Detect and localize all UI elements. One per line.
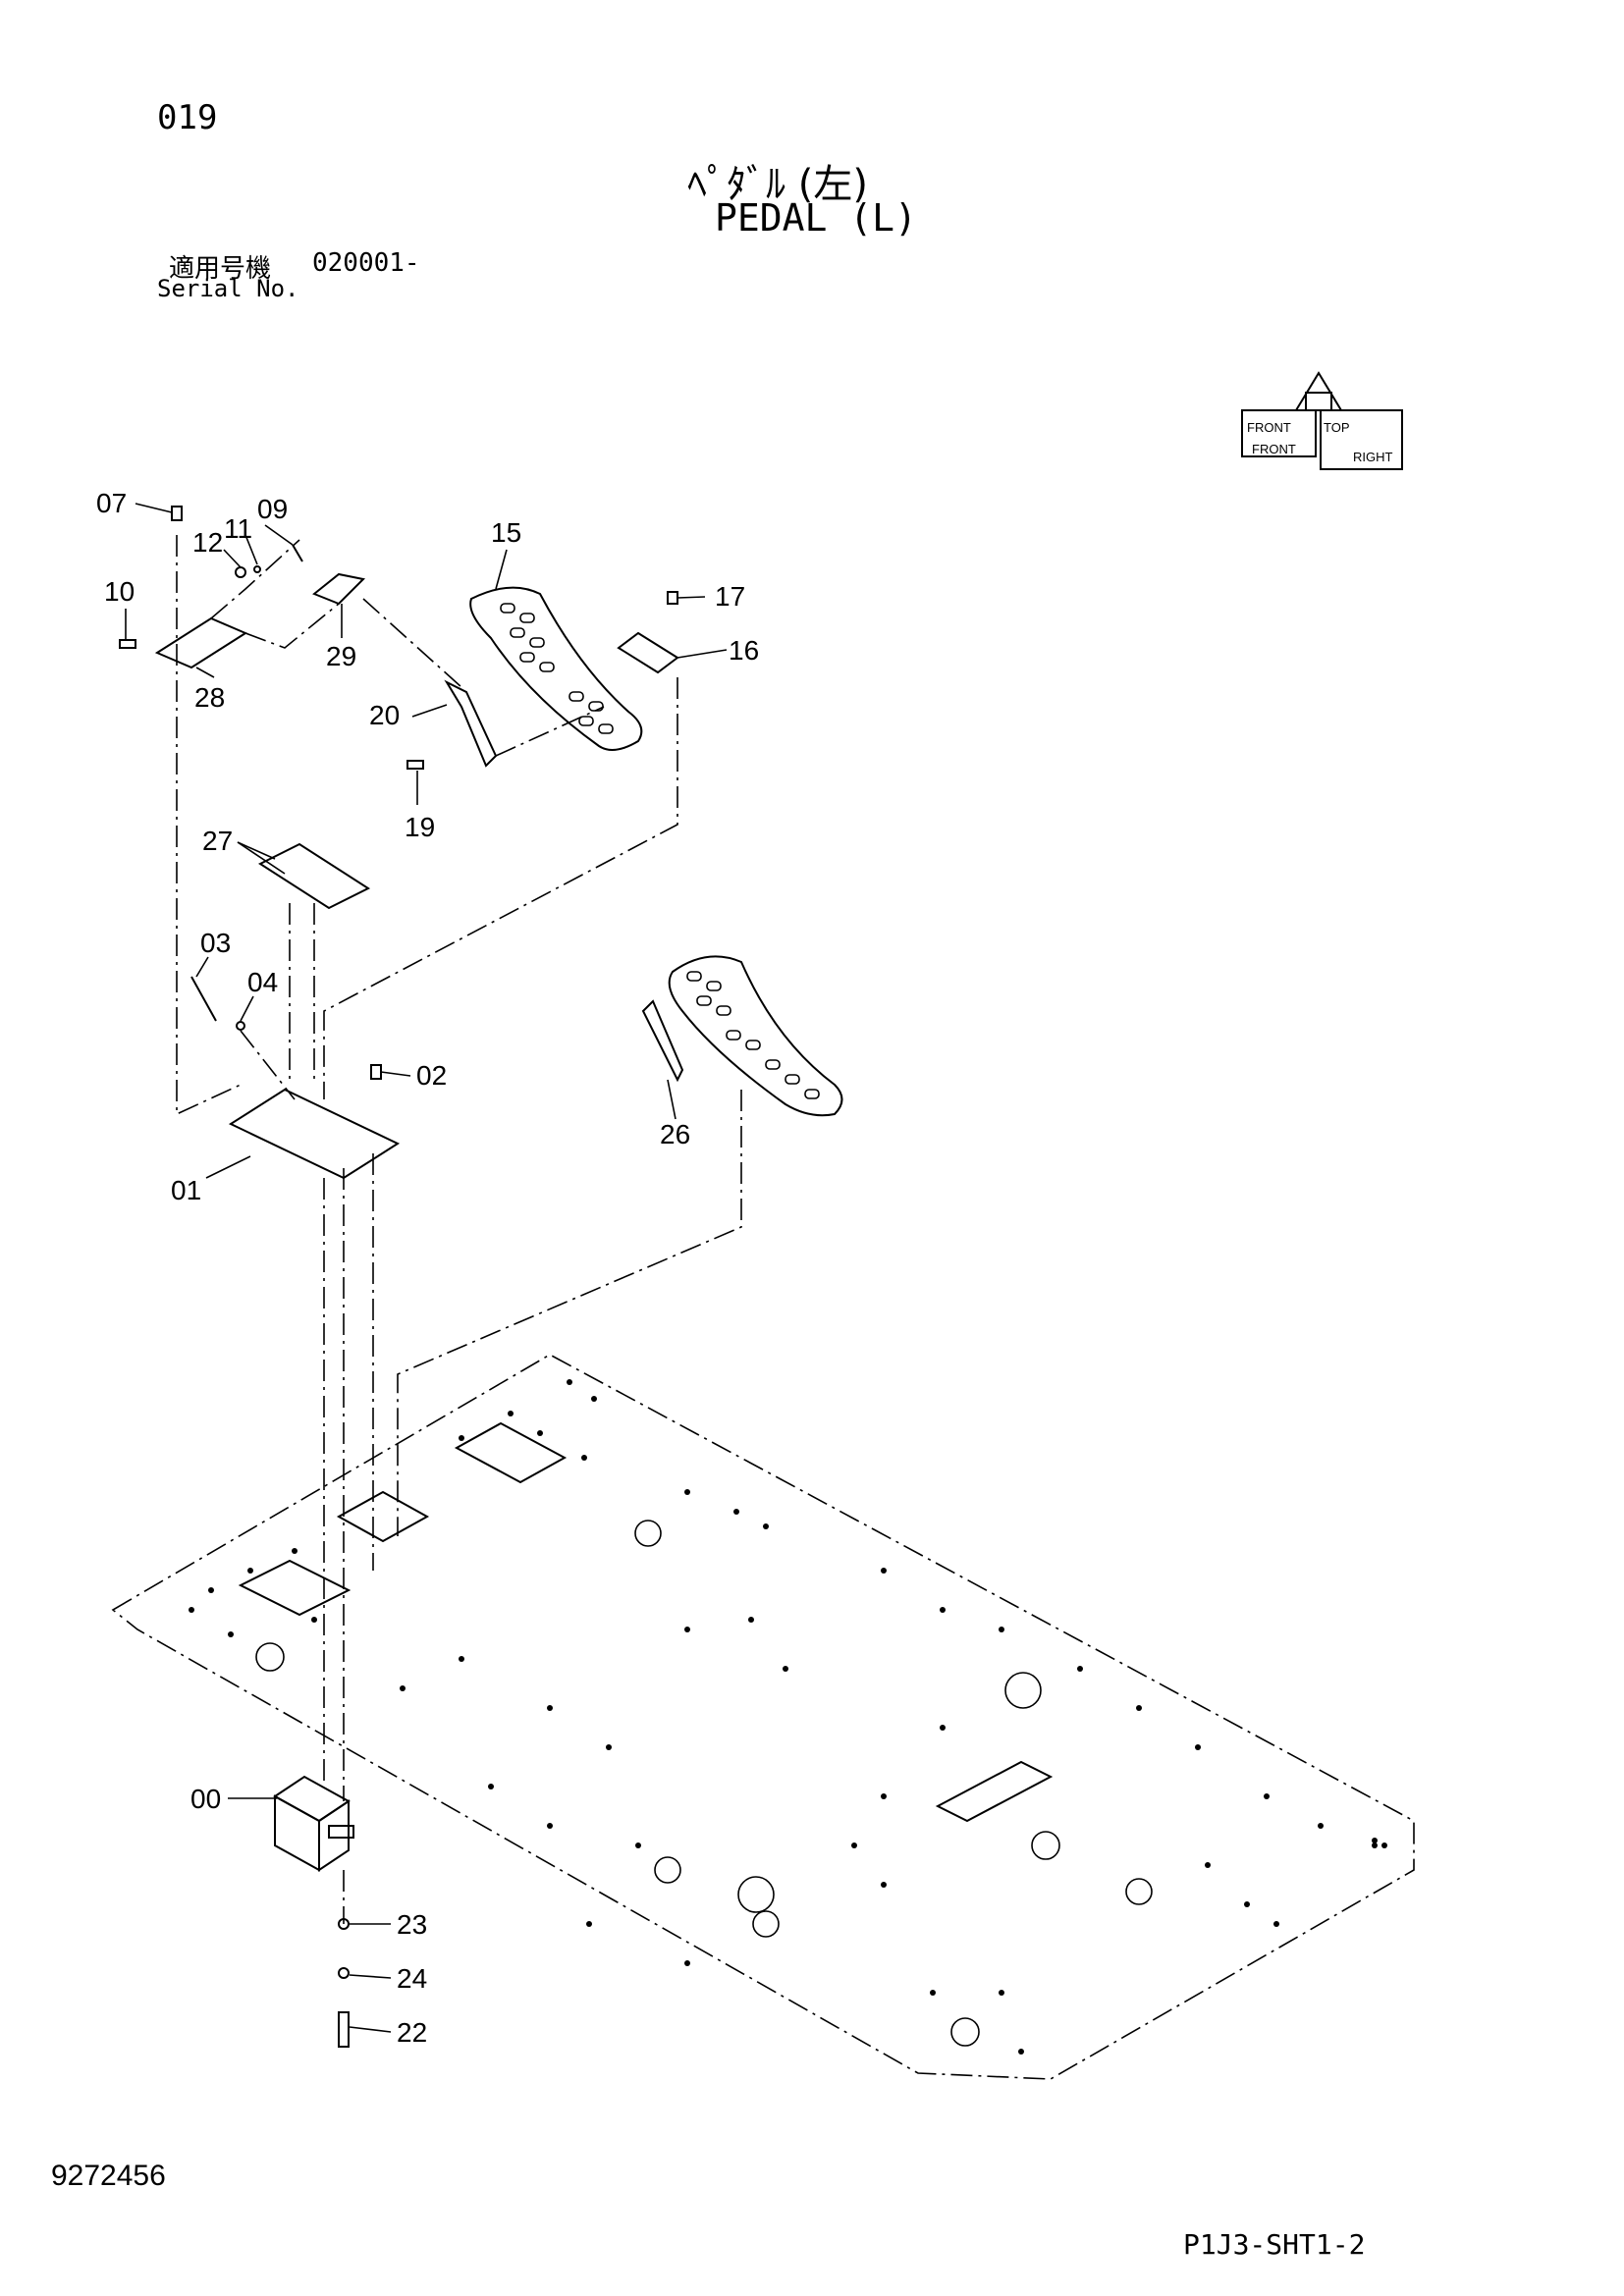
callout-26: 26 [660,1119,690,1149]
title-japanese: ﾍﾟﾀﾞﾙ (左) [687,162,868,207]
callout-03: 03 [200,928,231,958]
plate-27 [257,842,371,910]
base-plate-01 [228,1088,401,1180]
pedal-26 [641,955,843,1117]
serial-value: 020001- [312,248,420,278]
callout-02: 02 [416,1060,447,1091]
bracket-29 [312,572,366,606]
serial-label-japanese: 適用号機 [169,254,272,284]
callout-01: 01 [171,1175,201,1205]
compass-right: RIGHT [1353,450,1393,464]
compass-top: TOP [1324,420,1350,435]
compass-front-upper: FRONT [1247,420,1291,435]
document-number: 9272456 [51,2160,166,2192]
floor-plate [111,1354,1415,2080]
pedal-15 [469,586,643,751]
title-english: PEDAL (L) [715,196,917,240]
part-callouts: 07 09 11 12 10 28 29 15 17 16 20 19 27 0… [96,488,759,2048]
callout-10: 10 [104,576,135,607]
compass-front: FRONT [1252,442,1296,456]
callout-27: 27 [202,826,233,856]
callout-28: 28 [194,682,225,713]
callout-16: 16 [729,635,759,666]
leader-lines [125,503,728,2033]
pilot-valve-00 [273,1775,354,1872]
callout-20: 20 [369,700,400,730]
callout-24: 24 [397,1963,427,1994]
callout-12: 12 [192,527,223,558]
callout-29: 29 [326,641,356,671]
callout-19: 19 [405,812,435,842]
page-number: 019 [157,98,218,137]
bracket-28 [154,616,248,669]
orientation-compass-icon: FRONT FRONT TOP RIGHT [1241,371,1403,470]
lever-20 [444,679,498,768]
callout-09: 09 [257,494,288,524]
callout-23: 23 [397,1909,427,1940]
fasteners [119,506,678,2048]
serial-label-english: Serial No. [157,275,299,302]
callout-04: 04 [247,967,278,997]
bracket-16 [617,631,679,674]
assembly-lines [176,535,742,1924]
callout-17: 17 [715,581,745,612]
callout-15: 15 [491,517,521,548]
callout-11: 11 [224,513,252,544]
sheet-reference: P1J3-SHT1-2 [1183,2228,1366,2261]
callout-07: 07 [96,488,127,518]
callout-22: 22 [397,2017,427,2048]
callout-00: 00 [190,1784,221,1814]
